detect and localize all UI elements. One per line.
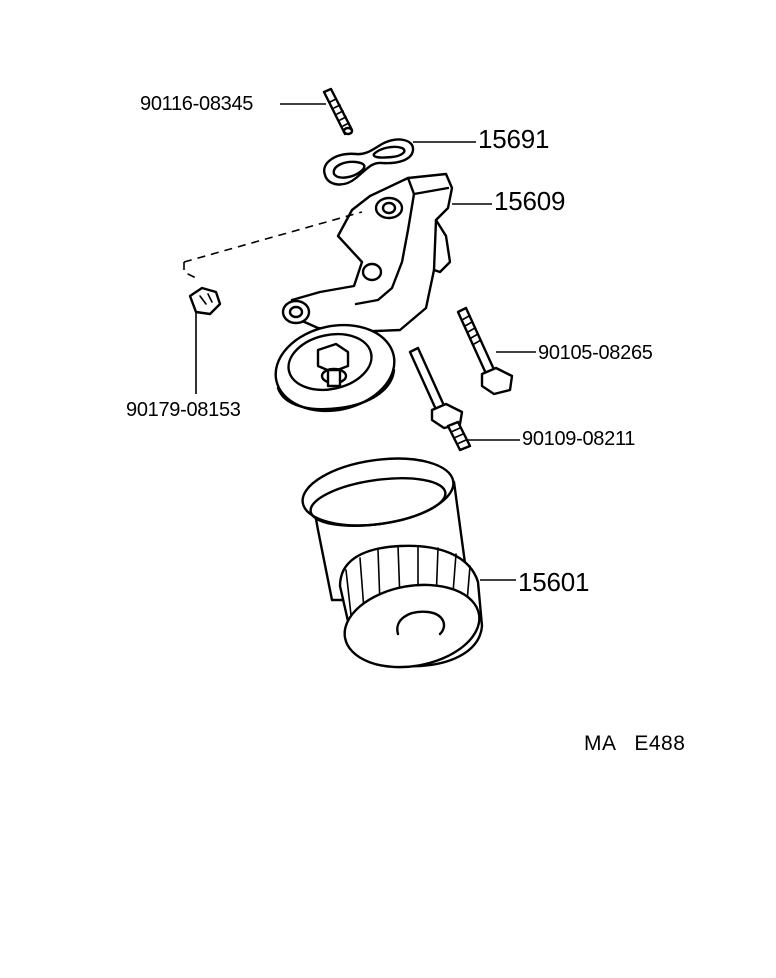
oil-filter-drawing (301, 457, 484, 669)
part-number-oil-filter: 15601 (518, 567, 590, 597)
short-bolt-drawing (408, 346, 472, 452)
dashed-connector (183, 211, 363, 279)
plug-nut-drawing (188, 286, 222, 316)
part-number-plug-nut: 90179-08153 (126, 399, 241, 421)
part-number-long-bolt: 90105-08265 (538, 342, 653, 364)
part-number-gasket: 15691 (478, 124, 550, 154)
part-number-short-bolt: 90109-08211 (522, 428, 636, 450)
gasket-drawing (322, 138, 415, 186)
filter-mount-flange (274, 323, 396, 413)
part-number-stud-bolt: 90116-08345 (140, 93, 254, 115)
bracket-drawing (281, 172, 492, 334)
diagram-code: MA E488 (584, 732, 686, 755)
stud-bolt-drawing (322, 87, 354, 136)
part-number-bracket: 15609 (494, 186, 566, 216)
long-bolt-drawing (456, 306, 514, 396)
